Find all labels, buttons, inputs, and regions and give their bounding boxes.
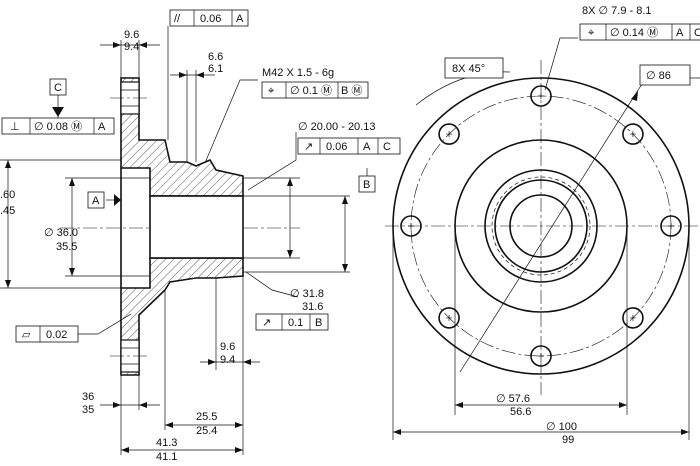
svg-text:B: B	[363, 179, 370, 191]
svg-text:∅ 0.08 Ⓜ: ∅ 0.08 Ⓜ	[34, 120, 82, 133]
datum-b: B	[358, 175, 376, 193]
thread-circle	[491, 176, 591, 276]
svg-text:▱: ▱	[22, 329, 31, 341]
bolt-hole-center-mark	[446, 314, 453, 321]
hub-dia-lower: 31.6	[302, 301, 323, 313]
overall-len-lower: 41.1	[156, 451, 177, 463]
bolt-hole	[622, 123, 644, 145]
outer-dia-upper: ∅ 100	[546, 421, 577, 433]
flatness-fcf: ▱ 0.02	[15, 325, 79, 343]
svg-text:0.02: 0.02	[46, 329, 67, 341]
bolt-hole-center-mark	[668, 223, 674, 229]
svg-text:0.06: 0.06	[326, 141, 347, 153]
left-dia-upper: .60	[0, 189, 15, 201]
end-view: 8X ∅ 7.9 - 8.1 ⌖ ∅ 0.14 Ⓜ A C 8X 45° ∅ 8…	[385, 5, 700, 446]
bore-dia-lower: 35.5	[56, 241, 77, 253]
hub-dia-upper: ∅ 31.8	[290, 288, 324, 300]
svg-text:B Ⓜ: B Ⓜ	[341, 84, 362, 97]
bolt-hole	[438, 307, 460, 329]
bolt-circle-label: ∅ 86	[639, 64, 691, 86]
pilot-outer-circle	[494, 179, 588, 273]
bolt-holes	[400, 85, 682, 367]
flange-len-upper: 36	[82, 391, 94, 403]
outer-dia-lower: 99	[562, 434, 574, 446]
pilot-dia: ∅ 20.00 - 20.13	[298, 121, 375, 133]
svg-text:8X 45°: 8X 45°	[452, 63, 485, 75]
pilot-runout-fcf: ↗ 0.06 A C	[297, 137, 401, 155]
bolt-hole	[660, 215, 682, 237]
neck-len-upper: 25.5	[196, 411, 217, 423]
svg-text:0.1: 0.1	[288, 317, 303, 329]
bolt-hole	[530, 345, 552, 367]
svg-text:C: C	[694, 27, 700, 39]
bolt-hole	[400, 215, 422, 237]
flange-len-lower: 35	[82, 404, 94, 416]
hub-len-lower: 9.4	[220, 354, 235, 366]
neck-len-lower: 25.4	[196, 425, 217, 437]
svg-text:∅ 86: ∅ 86	[646, 70, 671, 82]
bolt-hole-center-mark	[629, 314, 636, 321]
bolt-hole-center-mark	[538, 353, 544, 359]
bolt-hole-center-mark	[446, 131, 453, 138]
parallel-fcf: // 0.06 A	[169, 9, 249, 27]
flange-thk-upper: 9.6	[124, 29, 139, 41]
svg-text:C: C	[383, 141, 391, 153]
svg-text:⌖: ⌖	[588, 27, 594, 39]
bolt-hole-center-mark	[629, 131, 636, 138]
hub-runout-fcf: ↗ 0.1 B	[255, 313, 329, 331]
bore-dia-upper: ∅ 36.0	[44, 227, 78, 239]
svg-text:A: A	[98, 121, 106, 133]
svg-text:A: A	[92, 195, 100, 207]
svg-text:↗: ↗	[304, 141, 313, 153]
neck-groove-upper: 6.6	[208, 51, 223, 63]
svg-text:∅ 0.1 Ⓜ: ∅ 0.1 Ⓜ	[290, 84, 332, 97]
thread-fcf: ⌖ ∅ 0.1 Ⓜ B Ⓜ	[261, 81, 369, 99]
bore-circle	[509, 194, 573, 258]
svg-text:⊥: ⊥	[10, 121, 20, 133]
bolt-hole	[622, 307, 644, 329]
hub-outer-circle	[484, 169, 598, 283]
section-view: 9.6 9.4 6.6 6.1 M42 X 1.5 - 6g // 0.06 A…	[0, 9, 401, 463]
bolt-hole-center-mark	[538, 93, 544, 99]
holes-position-fcf: ⌖ ∅ 0.14 Ⓜ A C	[579, 23, 700, 41]
thread-spec: M42 X 1.5 - 6g	[262, 67, 334, 79]
neck-groove-lower: 6.1	[208, 63, 223, 75]
svg-text:↗: ↗	[262, 317, 271, 329]
svg-text:0.06: 0.06	[200, 13, 221, 25]
hub-len-upper: 9.6	[220, 341, 235, 353]
left-dia-lower: .45	[0, 205, 15, 217]
mid-dia-lower: 56.6	[510, 406, 531, 418]
overall-len-upper: 41.3	[156, 437, 177, 449]
mid-dia-upper: ∅ 57.6	[496, 393, 530, 405]
mid-circle	[454, 139, 628, 313]
bolt-hole	[530, 85, 552, 107]
svg-text:A: A	[676, 27, 684, 39]
svg-text:⌖: ⌖	[268, 85, 274, 97]
svg-text:A: A	[236, 13, 244, 25]
svg-text:B: B	[315, 317, 322, 329]
flange-thk-lower: 9.4	[124, 41, 139, 53]
datum-c: C	[49, 78, 67, 96]
svg-text:C: C	[54, 82, 62, 94]
perpendicularity-fcf: ⊥ ∅ 0.08 Ⓜ A	[1, 117, 115, 135]
svg-text:∅ 0.14 Ⓜ: ∅ 0.14 Ⓜ	[610, 26, 658, 39]
bore	[149, 195, 244, 259]
section-upper	[120, 77, 244, 197]
svg-text://: //	[174, 13, 181, 25]
bolt-hole-center-mark	[408, 223, 414, 229]
angle-label: 8X 45°	[444, 57, 504, 79]
holes-spec: 8X ∅ 7.9 - 8.1	[582, 5, 652, 17]
datum-a: A	[87, 191, 105, 209]
bolt-hole	[438, 123, 460, 145]
svg-text:A: A	[363, 141, 371, 153]
